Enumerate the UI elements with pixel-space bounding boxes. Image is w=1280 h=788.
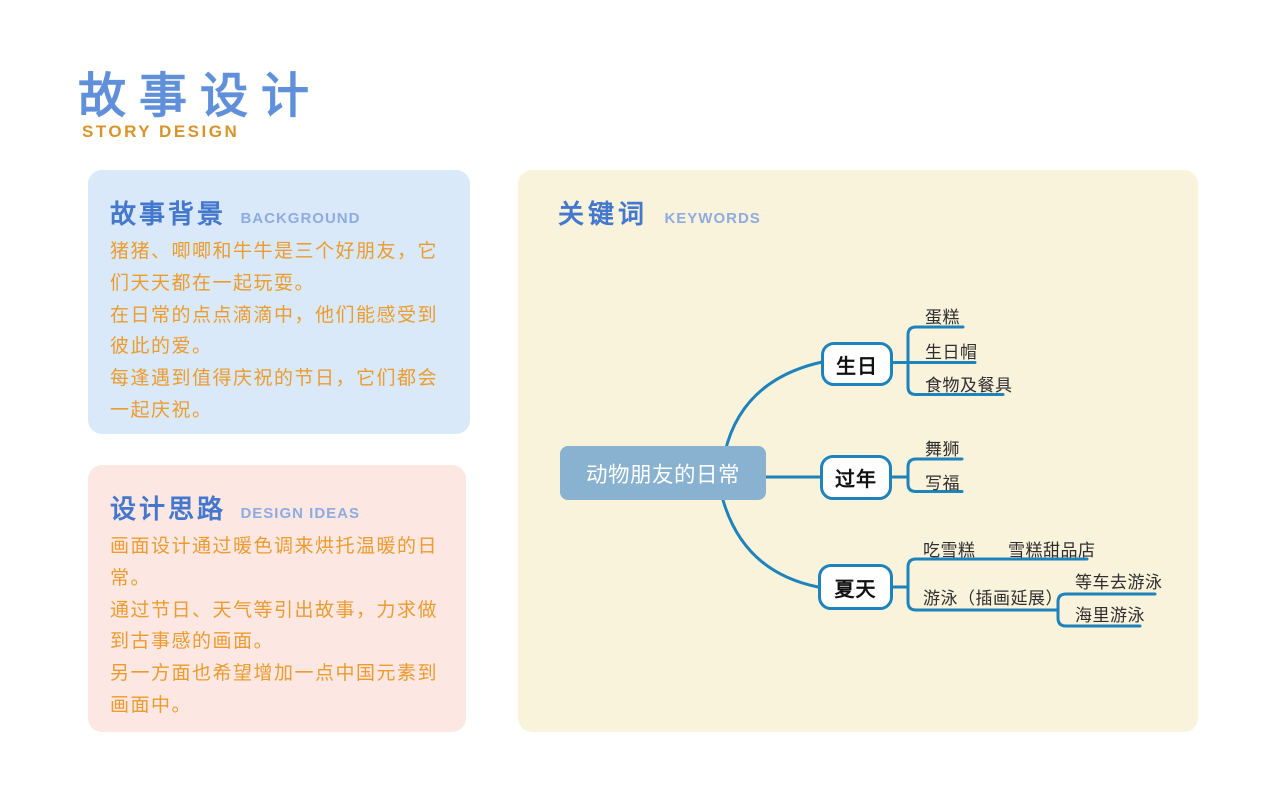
background-card: 故事背景 BACKGROUND 猪猪、唧唧和牛牛是三个好朋友，它 们天天都在一起… [88,170,470,434]
keywords-heading: 关键词 KEYWORDS [558,194,761,231]
connector-root-to-summer [721,498,820,589]
keywords-heading-en: KEYWORDS [664,210,761,227]
design-ideas-heading-en: DESIGN IDEAS [240,505,360,522]
background-text-line: 每逢遇到值得庆祝的节日，它们都会 [110,368,439,390]
page-title: 故事设计 [78,70,323,123]
design-ideas-text-line: 画面中。 [110,694,193,716]
mindmap: 动物朋友的日常 生日 过年 夏天 蛋糕 生日帽 食物及餐具 舞狮 写福 吃雪糕 … [518,170,1198,732]
mindmap-leaf-icecream-shop: 雪糕甜品店 [1008,541,1096,560]
background-text-line: 猪猪、唧唧和牛牛是三个好朋友，它 [110,241,439,262]
design-ideas-card-body: 画面设计通过暖色调来烘托温暖的日 常。 通过节日、天气等引出故事，力求做 到古事… [110,531,448,722]
mindmap-node-birthday: 生日 [821,342,893,386]
design-ideas-text-line: 到古事感的画面。 [110,631,275,653]
background-text-line: 彼此的爱。 [110,336,213,358]
mindmap-leaf-eat-icecream: 吃雪糕 [923,541,976,560]
mindmap-root-node: 动物朋友的日常 [560,446,766,500]
mindmap-leaf-sea-swim: 海里游泳 [1075,606,1145,625]
keywords-panel: 关键词 KEYWORDS 动物朋友的日常 生日 [518,170,1198,732]
background-heading-zh: 故事背景 [110,199,227,229]
connector-root-to-birthday [723,360,824,454]
background-card-heading: 故事背景 BACKGROUND [110,194,452,231]
mindmap-node-newyear: 过年 [820,455,892,500]
design-ideas-text-line: 画面设计通过暖色调来烘托温暖的日 [110,536,439,557]
mindmap-leaf-bus-to-swim: 等车去游泳 [1075,573,1163,592]
page-subtitle: STORY DESIGN [82,122,240,141]
mindmap-node-summer: 夏天 [818,564,893,610]
design-ideas-card: 设计思路 DESIGN IDEAS 画面设计通过暖色调来烘托温暖的日 常。 通过… [88,465,466,732]
mindmap-leaf-write-fu: 写福 [925,474,960,493]
background-text-line: 们天天都在一起玩耍。 [110,272,316,294]
design-ideas-text-line: 另一方面也希望增加一点中国元素到 [110,663,439,685]
mindmap-leaf-lion-dance: 舞狮 [925,440,960,459]
mindmap-leaf-birthday-hat: 生日帽 [925,343,978,362]
keywords-heading-zh: 关键词 [558,199,649,229]
background-text-line: 一起庆祝。 [110,399,213,421]
design-ideas-text-line: 常。 [110,567,152,589]
background-heading-en: BACKGROUND [240,210,361,227]
design-ideas-text-line: 通过节日、天气等引出故事，力求做 [110,599,439,621]
design-ideas-heading: 设计思路 DESIGN IDEAS [110,489,448,526]
background-card-body: 猪猪、唧唧和牛牛是三个好朋友，它 们天天都在一起玩耍。 在日常的点点滴滴中，他们… [110,236,452,427]
background-text-line: 在日常的点点滴滴中，他们能感受到 [110,304,439,326]
mindmap-leaf-cake: 蛋糕 [925,308,960,327]
design-ideas-heading-zh: 设计思路 [110,494,227,524]
mindmap-leaf-food-tableware: 食物及餐具 [925,376,1013,395]
mindmap-leaf-swimming: 游泳（插画延展） [923,589,1063,608]
